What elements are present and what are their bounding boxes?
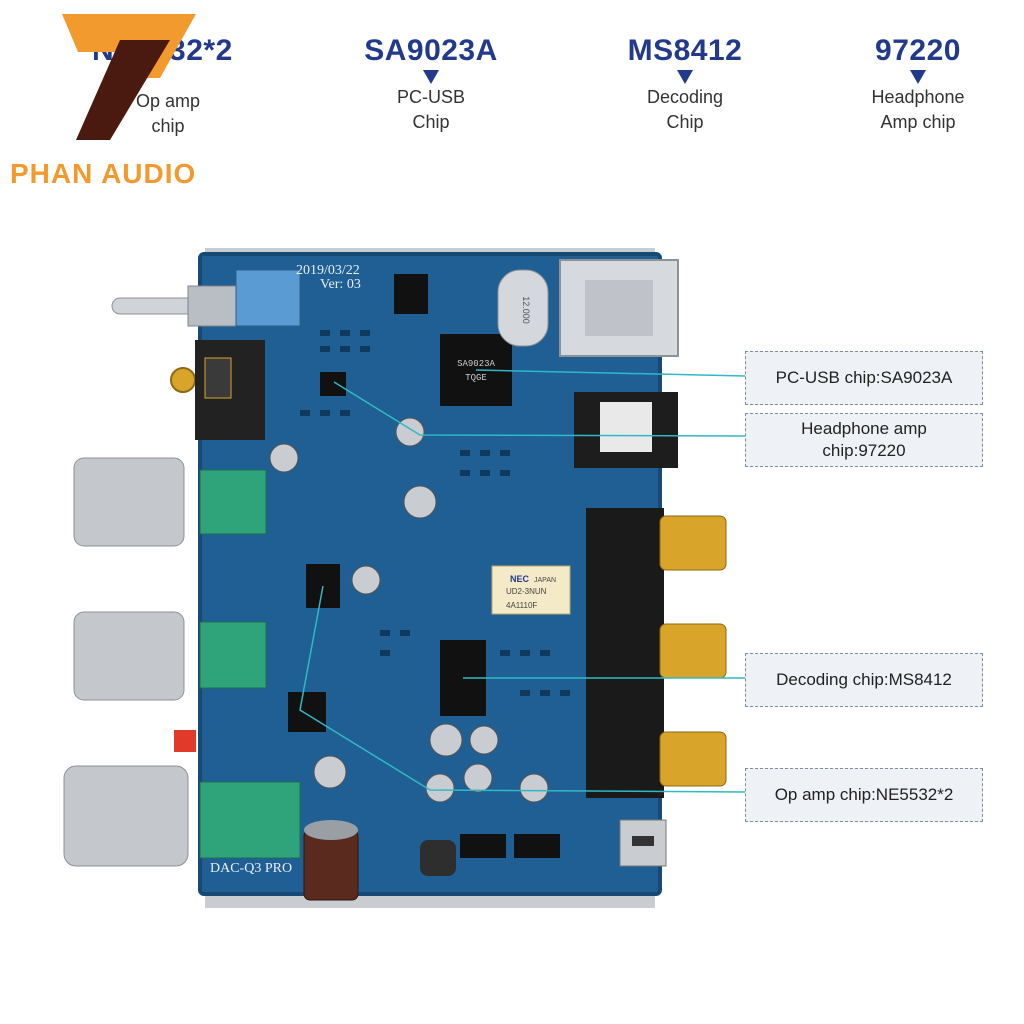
callout-text-line1: Headphone amp	[801, 419, 927, 438]
crystal	[497, 269, 549, 347]
usb-ic-mark-2: TQGE	[465, 373, 487, 383]
header-chip-decoding: MS8412 Decoding Chip	[585, 34, 785, 134]
rca-jack-2	[659, 623, 727, 679]
headphone-jack-hole	[204, 357, 232, 399]
usb-b-inner	[585, 280, 653, 336]
optical-port-cover	[600, 402, 652, 452]
rca-jack-1	[659, 515, 727, 571]
chip-desc-line1: PC-USB	[396, 87, 465, 107]
leader-lines	[299, 369, 746, 793]
chip-desc-line1: Decoding	[646, 87, 724, 107]
chip-desc-line2: Chip	[666, 112, 704, 132]
silkscreen-model: DAC-Q3 PRO	[210, 861, 292, 876]
chip-desc-line2: Chip	[412, 112, 450, 132]
header-chip-opamp: NE5532*2 Op amp chip	[68, 34, 268, 138]
knob-3	[63, 765, 301, 867]
red-led	[174, 730, 196, 752]
callout-usb-chip: PC-USB chip:SA9023A	[745, 351, 983, 405]
chip-name: SA9023A	[364, 34, 498, 67]
callout-opamp-chip: Op amp chip:NE5532*2	[745, 768, 983, 822]
knob-2	[73, 611, 267, 701]
relay-origin: JAPAN	[534, 577, 556, 584]
chip-desc-line2: Amp chip	[880, 112, 956, 132]
relay-part: UD2-3NUN	[506, 587, 547, 596]
rca-block	[586, 508, 664, 798]
chip-desc-line1: Headphone	[871, 87, 965, 107]
relay	[491, 565, 571, 615]
down-arrow-icon	[423, 70, 439, 84]
dac-board-illustration: SA9023A TQGE 12.000 NEC JAPAN UD2-3NUN 4…	[63, 248, 746, 908]
callout-text: PC-USB chip:SA9023A	[775, 368, 953, 387]
callout-decoding-chip: Decoding chip:MS8412	[745, 653, 983, 707]
header-chip-usb: SA9023A PC-USB Chip	[331, 34, 531, 134]
large-capacitor-top	[304, 820, 358, 840]
chip-desc-line2: chip	[151, 116, 185, 136]
callout-text: Op amp chip:NE5532*2	[774, 785, 954, 804]
logo-mark-icon	[62, 14, 196, 140]
regulator-1	[460, 834, 506, 858]
down-arrow-icon	[677, 70, 693, 84]
knob-1	[73, 457, 267, 547]
rca-jack-3	[659, 731, 727, 787]
small-ic-top	[394, 274, 428, 314]
opamp-ic-2	[288, 692, 326, 732]
regulator-2	[514, 834, 560, 858]
logo-text: PHAN AUDIO	[10, 158, 197, 189]
silkscreen-date: 2019/03/22	[296, 263, 360, 278]
silkscreen-version: Ver: 03	[320, 277, 361, 292]
inductor	[420, 840, 456, 876]
chip-desc-line1: Op amp	[135, 91, 201, 111]
smd-components	[300, 330, 570, 696]
down-arrow-icon	[910, 70, 926, 84]
chip-name: MS8412	[627, 34, 743, 67]
chip-name: 97220	[875, 34, 961, 67]
capacitors	[269, 417, 549, 803]
usb-ic-mark-1: SA9023A	[457, 359, 495, 369]
headphone-ic	[320, 372, 346, 396]
coax-jack	[170, 367, 196, 393]
toggle-switch-cap	[235, 269, 301, 327]
callout-text: Decoding chip:MS8412	[776, 670, 952, 689]
micro-usb-hole	[632, 836, 654, 846]
callout-text-line2: chip:97220	[822, 441, 906, 460]
toggle-switch-body	[187, 285, 239, 327]
pcb	[200, 254, 660, 894]
crystal-mark: 12.000	[521, 296, 531, 324]
relay-brand: NEC	[510, 574, 530, 584]
header-chip-headphone: 97220 Headphone Amp chip	[818, 34, 1018, 134]
large-capacitor	[303, 829, 359, 901]
relay-code: 4A1110F	[506, 601, 537, 610]
callout-headphone-chip: Headphone amp chip:97220	[745, 413, 983, 467]
